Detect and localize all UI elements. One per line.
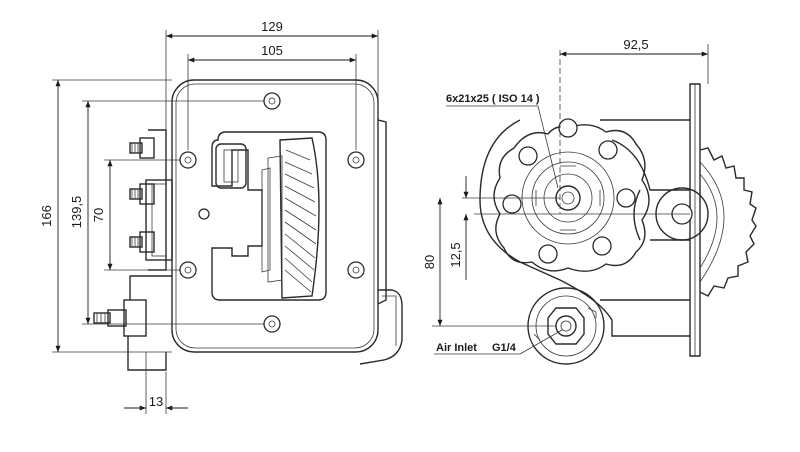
left-dimensions	[52, 30, 379, 414]
dim-105: 105	[261, 43, 283, 58]
right-view: 92,5 80 12,5 6x21x25 ( ISO 14 ) Air Inle…	[422, 37, 757, 365]
dim-12-5: 12,5	[448, 242, 463, 267]
dim-129: 129	[261, 19, 283, 34]
dim-70: 70	[91, 208, 106, 222]
output-gear	[699, 147, 757, 297]
mounting-plate	[171, 79, 403, 365]
pump-body	[479, 119, 709, 337]
centre-lines	[432, 50, 690, 327]
dim-139-5: 139,5	[69, 196, 84, 229]
left-dimension-labels: 129 105 166 139,5 70 13	[39, 19, 283, 409]
fittings	[93, 137, 172, 371]
dim-166: 166	[39, 205, 54, 227]
valve-block	[145, 129, 173, 271]
cover-flange	[493, 118, 650, 272]
right-dimension-labels: 92,5 80 12,5 6x21x25 ( ISO 14 ) Air Inle…	[422, 37, 649, 354]
left-view: 129 105 166 139,5 70 13	[39, 19, 403, 414]
right-dimensions	[434, 44, 709, 355]
spline-label: 6x21x25 ( ISO 14 )	[446, 93, 540, 105]
air-inlet-label: Air Inlet	[436, 342, 477, 354]
dim-92-5: 92,5	[623, 37, 648, 52]
thread-label: G1/4	[492, 342, 517, 354]
side-flange	[689, 83, 701, 357]
dim-13: 13	[149, 394, 163, 409]
gear-window	[198, 131, 327, 301]
dim-80: 80	[422, 255, 437, 269]
